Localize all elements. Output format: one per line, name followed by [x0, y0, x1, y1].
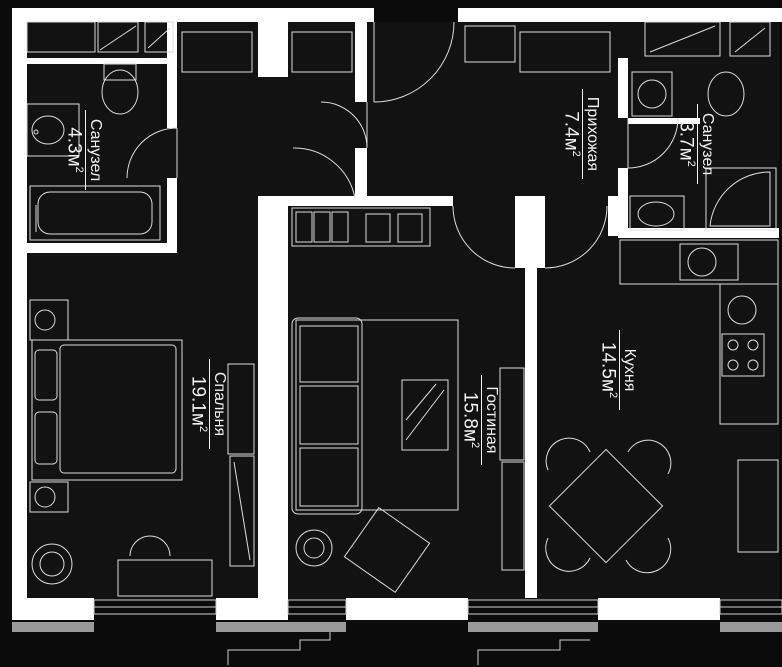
room-label-bathroom-1: Санузел 4.3м2 [59, 110, 104, 190]
area-unit: м [187, 412, 209, 426]
facade-hatch [12, 622, 782, 632]
area-sup: 2 [197, 425, 210, 433]
room-label-hallway: Прихожая 7.4м2 [556, 89, 601, 179]
room-area: 3.7м2 [675, 104, 699, 184]
area-sup: 2 [570, 150, 583, 157]
bathroom-2-fixtures [629, 71, 777, 231]
room-label-kitchen: Кухня 14.5м2 [593, 330, 638, 410]
area-value: 19.1 [187, 375, 209, 413]
area-sup: 2 [685, 160, 698, 167]
area-value: 7.4 [560, 111, 582, 138]
room-area: 4.3м2 [63, 110, 87, 190]
area-sup: 2 [73, 166, 86, 173]
room-area: 19.1м2 [187, 359, 211, 449]
area-value: 4.3 [63, 127, 85, 154]
room-name: Санузел [699, 112, 716, 176]
walls [12, 8, 782, 620]
doors [126, 21, 679, 269]
area-sup: 2 [469, 441, 482, 449]
area-value: 3.7 [675, 121, 697, 148]
bedroom-furniture [29, 299, 255, 597]
room-name: Спальня [211, 371, 228, 437]
area-unit: м [675, 147, 697, 161]
area-unit: м [560, 137, 582, 151]
area-unit: м [597, 378, 619, 392]
room-label-bathroom-2: Санузел 3.7м2 [671, 104, 716, 184]
room-area: 14.5м2 [597, 330, 621, 410]
area-value: 15.8 [459, 391, 481, 429]
room-name: Санузел [87, 118, 104, 182]
room-area: 7.4м2 [560, 89, 584, 179]
area-unit: м [459, 428, 481, 442]
floor-area [27, 22, 779, 600]
bathroom-1-fixtures [26, 63, 161, 241]
area-unit: м [63, 153, 85, 167]
kitchen-furniture [545, 239, 779, 574]
room-label-bedroom: Спальня 19.1м2 [183, 359, 228, 449]
windows [93, 599, 782, 665]
room-name: Гостиная [483, 386, 500, 454]
room-area: 15.8м2 [459, 375, 483, 465]
room-label-living-room: Гостиная 15.8м2 [455, 375, 500, 465]
top-wardrobes [26, 21, 771, 73]
area-sup: 2 [607, 391, 620, 399]
room-name: Прихожая [584, 96, 601, 172]
area-value: 14.5 [597, 341, 619, 379]
living-room-furniture [291, 207, 525, 594]
room-name: Кухня [621, 348, 638, 392]
